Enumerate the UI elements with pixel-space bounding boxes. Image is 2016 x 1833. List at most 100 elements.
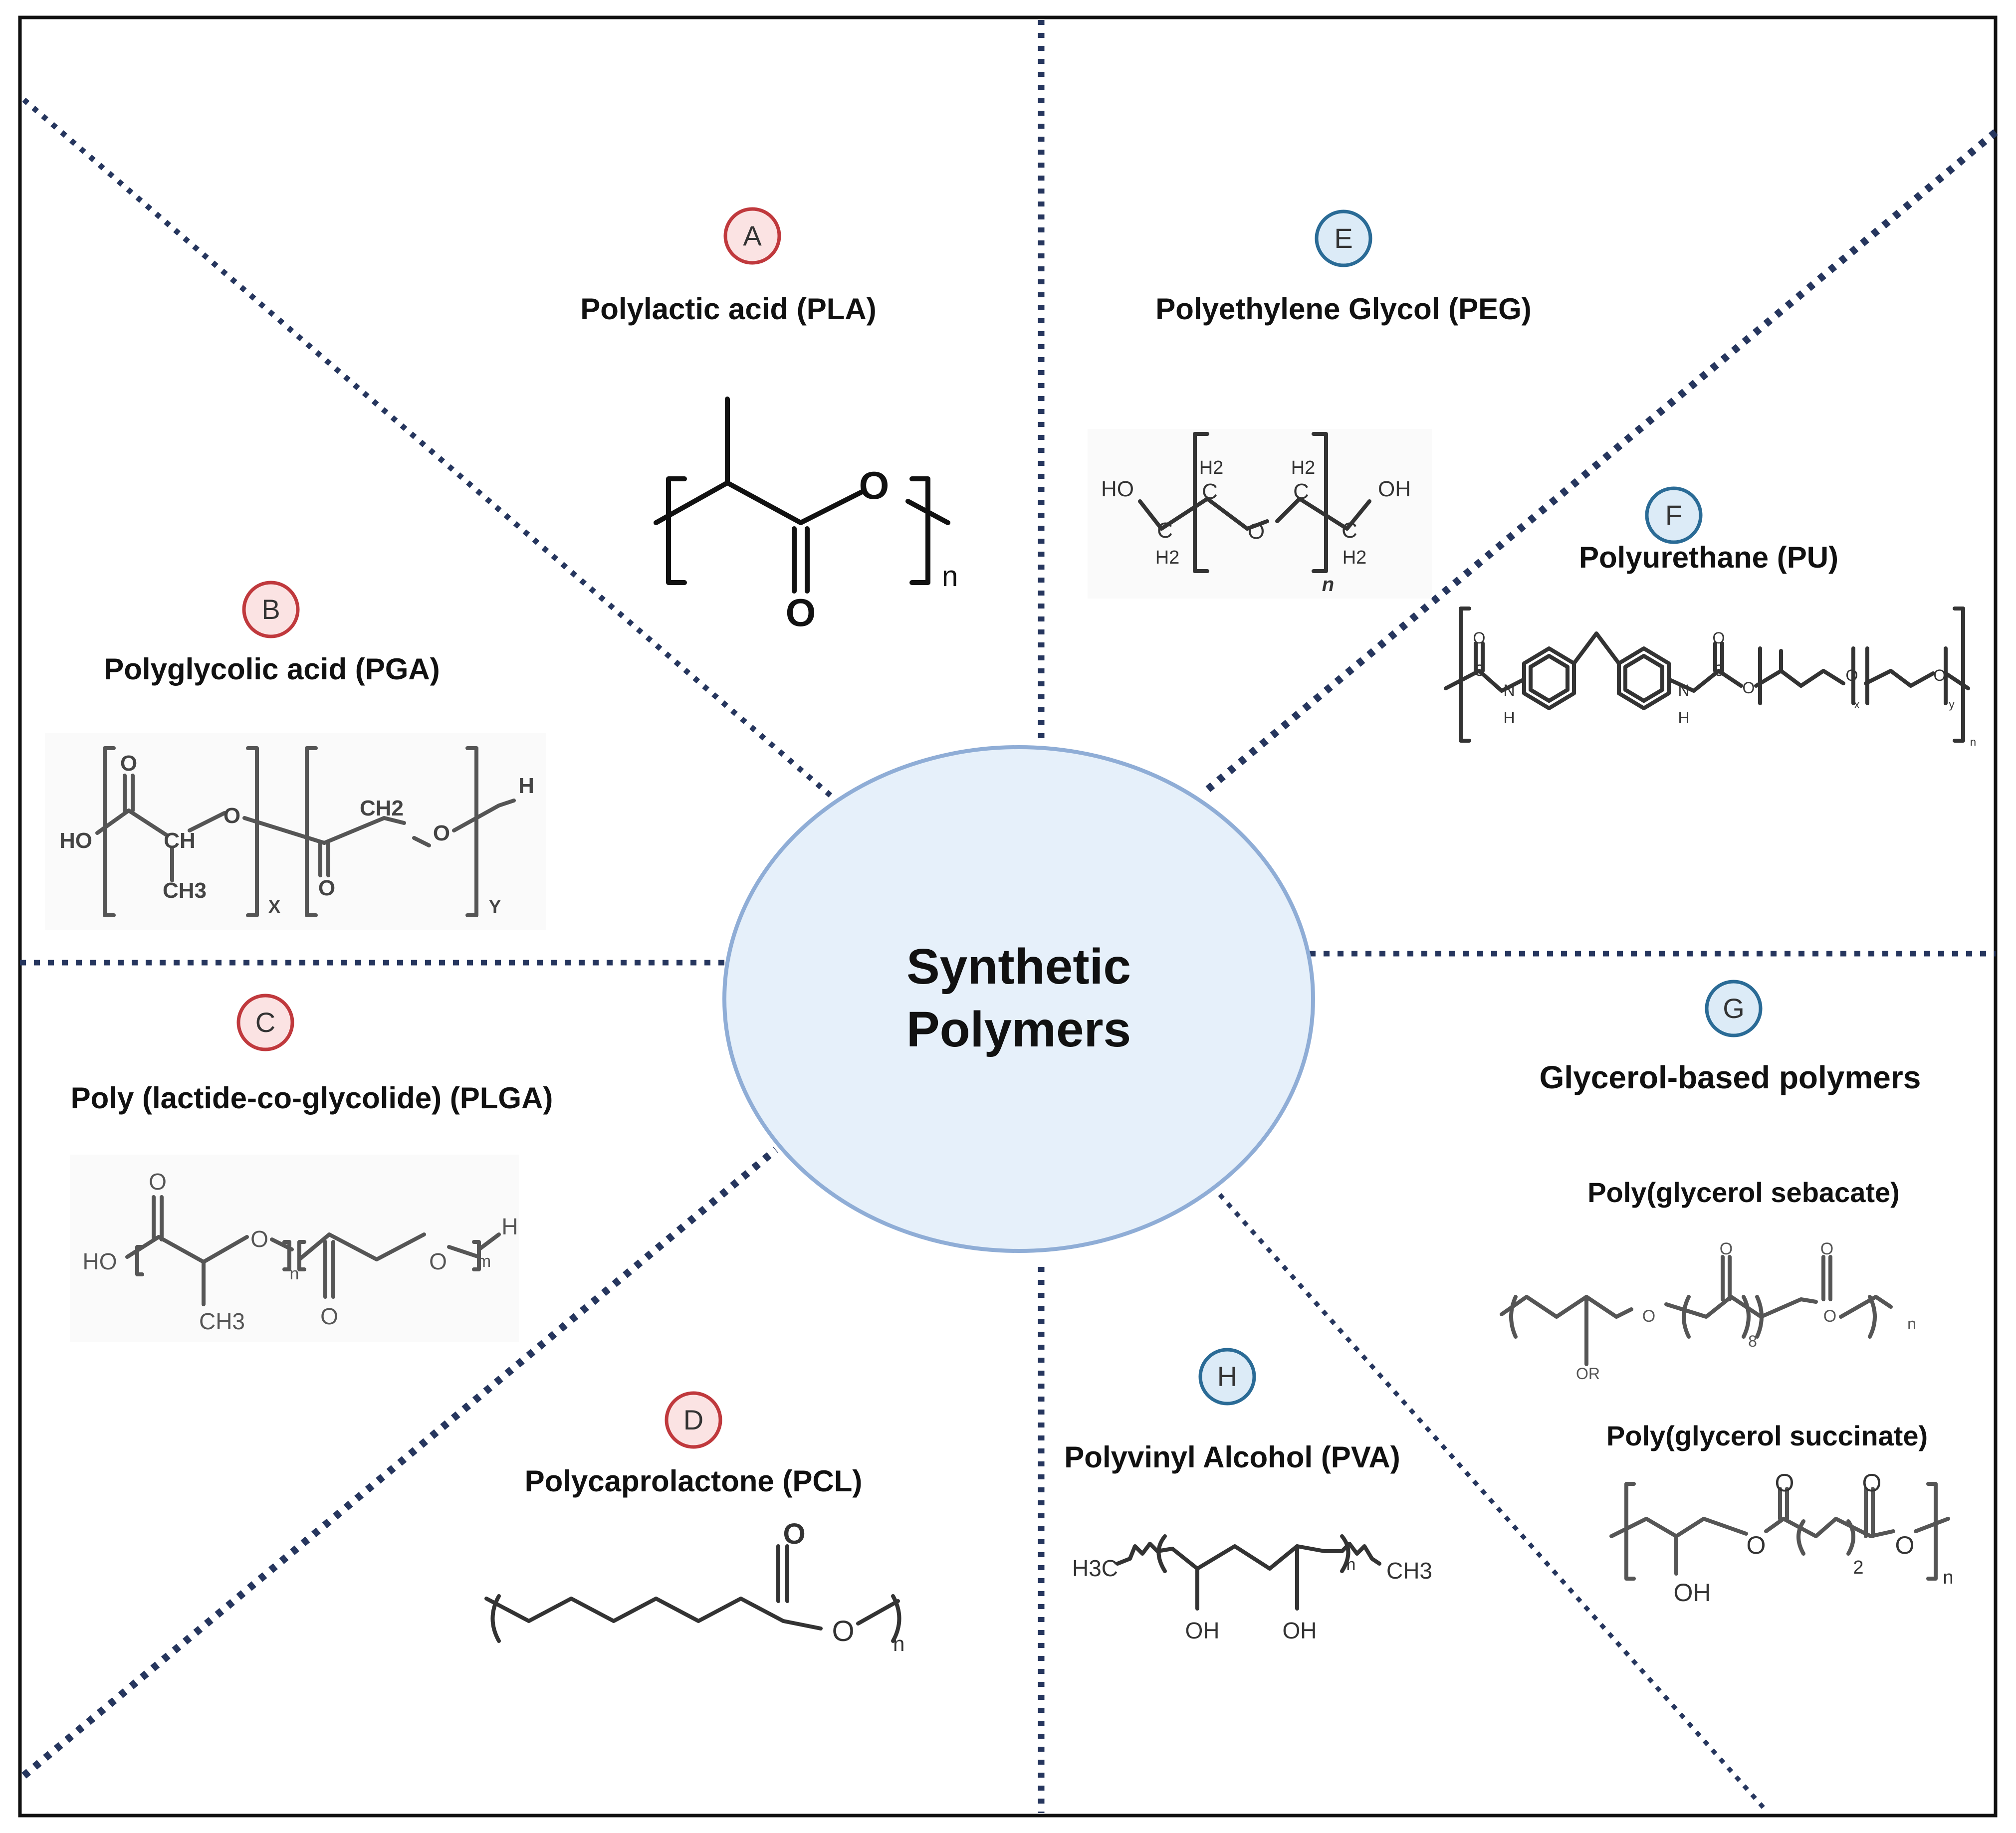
plga-o-bottom: O — [320, 1303, 338, 1329]
section-pga: B Polyglycolic acid (PGA) O HO CH CH3 O … — [45, 581, 546, 930]
pu-c1: C — [1473, 661, 1485, 679]
pga-structure: O HO CH CH3 O CH2 O H X O Y — [45, 733, 546, 930]
badge-h-letter: H — [1217, 1361, 1237, 1392]
peg-ho: HO — [1101, 477, 1134, 501]
divider-bottom-left-diagonal — [21, 1147, 778, 1779]
pla-carbonyl-o: O — [786, 591, 816, 634]
badge-h — [1198, 1348, 1256, 1406]
pga-o-mid: O — [224, 804, 240, 828]
pgs-o-ester2: O — [1823, 1307, 1836, 1326]
badge-d-letter: D — [683, 1404, 703, 1435]
center-ellipse — [722, 745, 1315, 1253]
pu-o1: O — [1473, 629, 1486, 647]
pga-title: Polyglycolic acid (PGA) — [104, 652, 440, 686]
peg-n: n — [1322, 574, 1334, 596]
peg-h2b: H2 — [1199, 457, 1224, 478]
peg-c3: C — [1293, 479, 1309, 504]
pu-x: x — [1854, 698, 1860, 711]
center-title-line1: Synthetic — [906, 939, 1131, 995]
pgs-subscript-8: 8 — [1748, 1332, 1757, 1350]
pgs-or: OR — [1576, 1365, 1600, 1383]
peg-h2a: H2 — [1155, 547, 1180, 568]
divider-top-right-diagonal — [1201, 129, 1998, 796]
section-peg: E Polyethylene Glycol (PEG) HO C H2 C H2… — [1088, 209, 1532, 599]
section-dividers — [20, 20, 1998, 1813]
plga-n: n — [290, 1264, 299, 1283]
peg-structure: HO C H2 C H2 O C H2 C H2 OH n — [1088, 429, 1432, 599]
pgsu-structure: O O O O OH 2 n — [1609, 1469, 1954, 1607]
pcl-structure: O O n — [484, 1518, 904, 1655]
pla-structure: O O n — [654, 397, 958, 634]
peg-image-backdrop — [1088, 429, 1432, 599]
pgsu-o-ester2: O — [1895, 1531, 1915, 1559]
pu-n2: N — [1678, 681, 1689, 699]
pu-title: Polyurethane (PU) — [1579, 541, 1838, 574]
pgsu-oh: OH — [1674, 1579, 1711, 1607]
pu-o4: O — [1846, 666, 1858, 684]
peg-oh: OH — [1378, 477, 1411, 501]
plga-o-top: O — [149, 1169, 167, 1195]
pgs-n: n — [1907, 1315, 1916, 1333]
pva-structure: H3C CH3 OH OH n — [1072, 1534, 1432, 1643]
plga-structure: O HO O n O m H CH3 O — [70, 1155, 519, 1342]
plga-m: m — [477, 1252, 491, 1271]
badge-e — [1315, 209, 1372, 267]
pga-ch: CH — [164, 828, 196, 853]
peg-c4: C — [1342, 518, 1357, 543]
badge-e-letter: E — [1334, 222, 1352, 254]
pgsu-o-top1: O — [1775, 1469, 1794, 1497]
glycerol-title: Glycerol-based polymers — [1540, 1059, 1921, 1095]
divider-top-left-diagonal — [22, 97, 833, 798]
section-pla: A Polylactic acid (PLA) O O n — [580, 207, 958, 634]
pgs-title: Poly(glycerol sebacate) — [1587, 1177, 1900, 1208]
pva-oh2: OH — [1283, 1618, 1317, 1643]
pga-ho: HO — [59, 828, 92, 853]
badge-b — [242, 581, 300, 638]
badge-a-letter: A — [743, 220, 762, 251]
pcl-title: Polycaprolactone (PCL) — [525, 1464, 863, 1498]
plga-h: H — [501, 1214, 518, 1239]
pgsu-title: Poly(glycerol succinate) — [1606, 1420, 1928, 1451]
pcl-ester-o: O — [832, 1615, 854, 1647]
pu-h2: H — [1678, 709, 1689, 727]
badge-a — [723, 207, 781, 265]
pga-o-bottom: O — [318, 876, 335, 900]
pgs-o-ester1: O — [1642, 1307, 1655, 1326]
plga-ho: HO — [83, 1248, 117, 1274]
pu-n1: N — [1503, 681, 1515, 699]
pga-h: H — [518, 774, 534, 798]
badge-d — [665, 1391, 722, 1449]
pla-ester-o: O — [859, 463, 890, 507]
pva-n: n — [1346, 1555, 1356, 1574]
pgsu-o-top2: O — [1862, 1469, 1882, 1497]
pva-oh1: OH — [1185, 1618, 1220, 1643]
peg-o: O — [1248, 519, 1265, 544]
divider-bottom-right-diagonal — [1218, 1193, 1768, 1812]
badge-c-letter: C — [255, 1007, 275, 1038]
peg-c1: C — [1157, 518, 1173, 543]
peg-h2c: H2 — [1291, 457, 1316, 478]
pga-o-top: O — [120, 751, 137, 776]
pcl-carbonyl-o: O — [783, 1518, 805, 1550]
peg-c2: C — [1202, 479, 1218, 504]
pu-structure: O C N H N H O C O O x O y n — [1444, 607, 1976, 748]
peg-title: Polyethylene Glycol (PEG) — [1155, 292, 1532, 326]
pva-title: Polyvinyl Alcohol (PVA) — [1064, 1440, 1400, 1474]
plga-o-mid: O — [250, 1226, 268, 1252]
badge-g-letter: G — [1723, 993, 1745, 1024]
badge-f — [1645, 486, 1703, 544]
pla-n: n — [942, 560, 958, 593]
pgs-o-top1: O — [1720, 1239, 1733, 1258]
pgsu-n: n — [1943, 1567, 1953, 1588]
pga-y: Y — [489, 896, 501, 917]
section-pu: F Polyurethane (PU) O C N H N H O C O O — [1444, 486, 1976, 748]
peg-h2d: H2 — [1343, 547, 1367, 568]
plga-title: Poly (lactide-co-glycolide) (PLGA) — [71, 1081, 553, 1115]
pgsu-subscript-2: 2 — [1853, 1557, 1863, 1578]
badge-f-letter: F — [1665, 499, 1682, 531]
pu-h1: H — [1503, 709, 1515, 727]
section-pcl: D Polycaprolactone (PCL) O O n — [484, 1391, 904, 1655]
pu-y: y — [1949, 698, 1955, 711]
section-pva: H Polyvinyl Alcohol (PVA) H3C CH3 OH OH … — [1064, 1348, 1432, 1643]
badge-c — [236, 994, 294, 1051]
